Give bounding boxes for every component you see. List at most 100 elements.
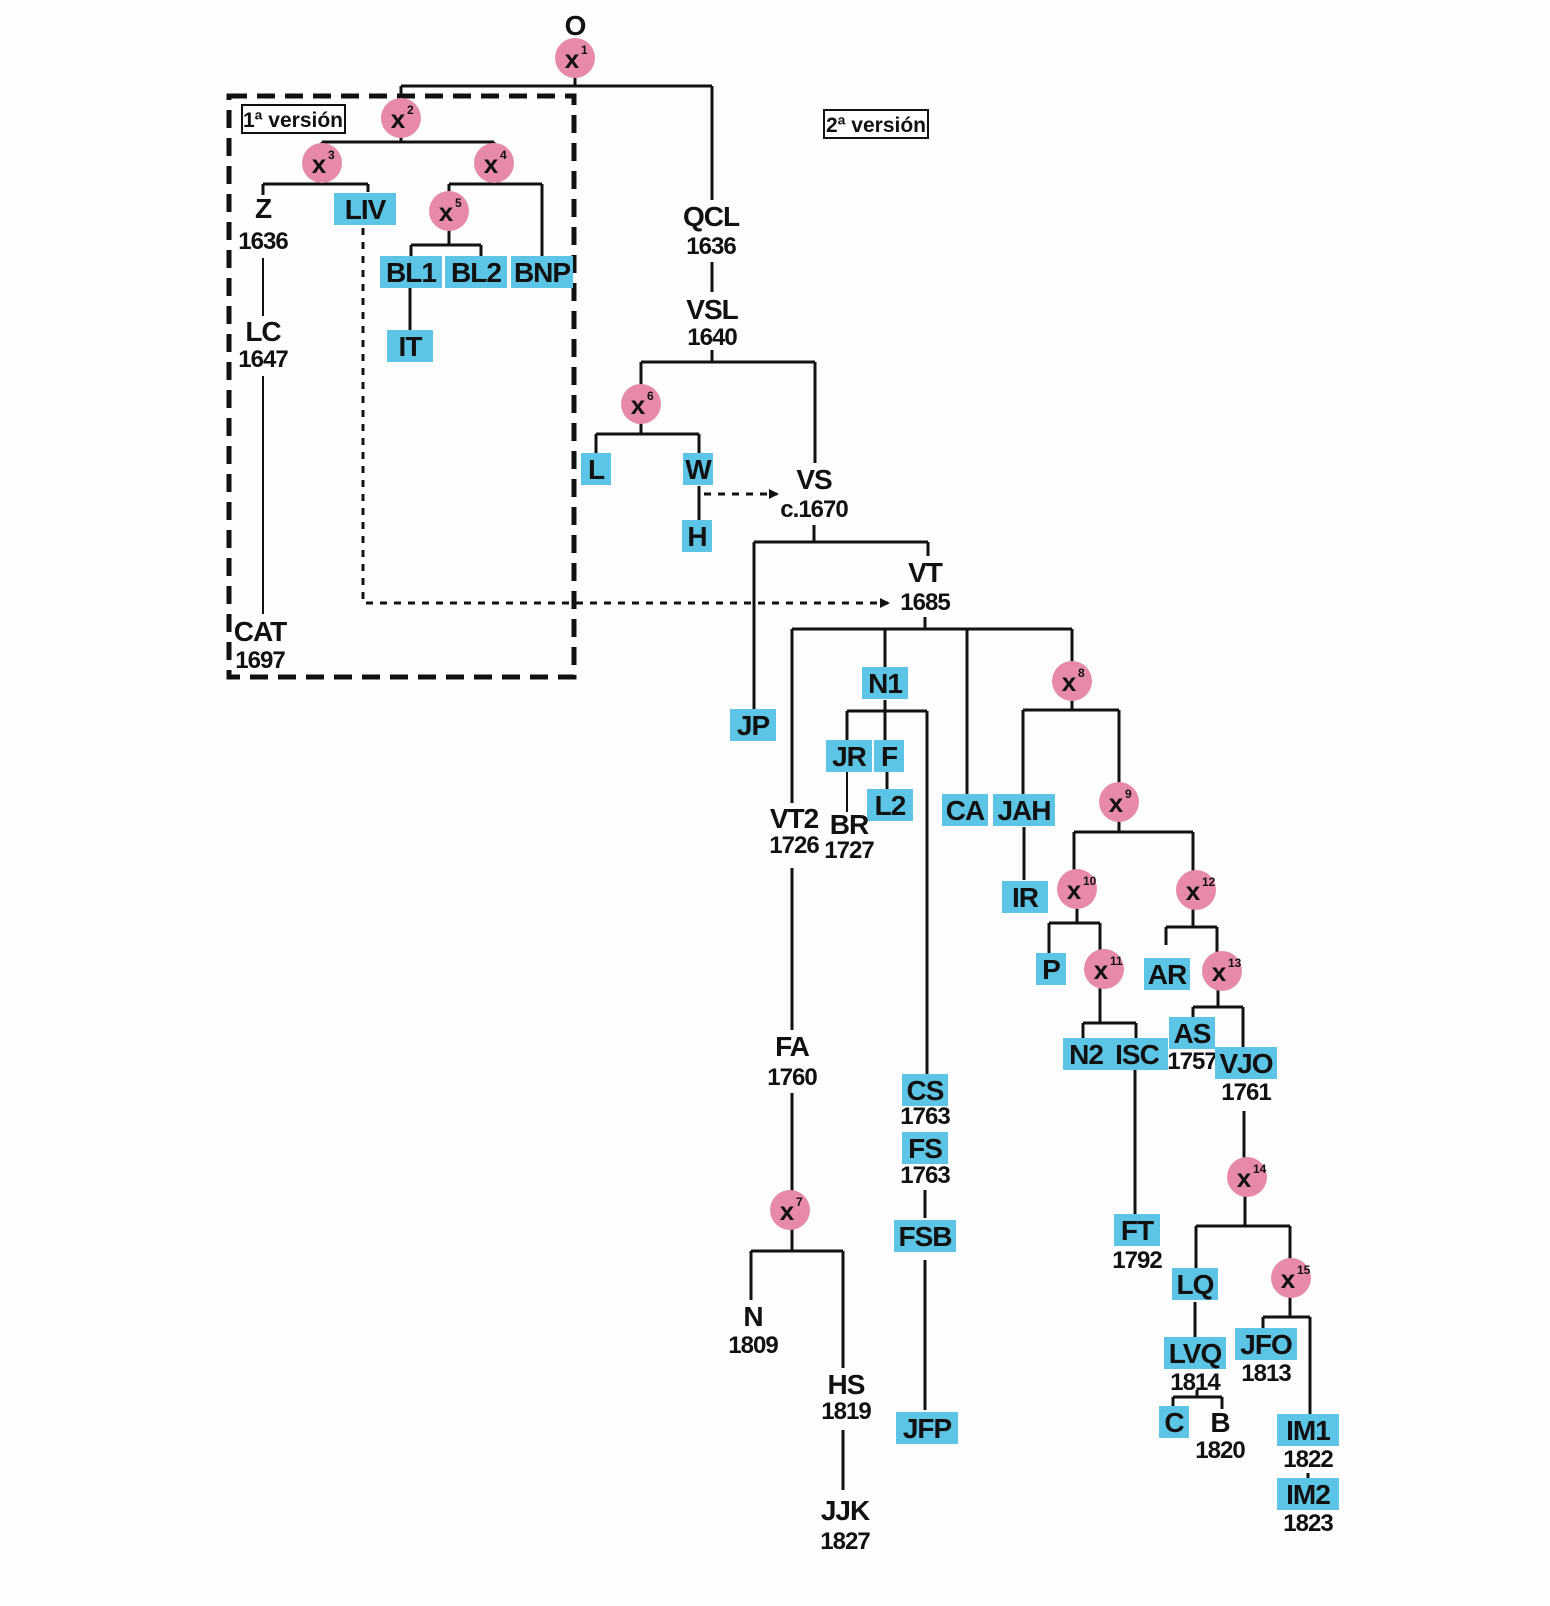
node-superscript: 3 xyxy=(328,148,335,162)
edge-line xyxy=(594,421,701,453)
hypothetical-node-circle xyxy=(1084,949,1124,989)
node-superscript: 1 xyxy=(581,43,588,57)
witness-box xyxy=(1106,1038,1168,1070)
hypothetical-node-circle xyxy=(1057,869,1097,909)
node-superscript: 14 xyxy=(1253,1162,1267,1176)
node-label: LIV xyxy=(345,194,387,225)
edge-line xyxy=(261,180,370,195)
second-version-label: 2ª versión xyxy=(823,109,929,139)
node-label: N2 xyxy=(1069,1039,1103,1070)
node-label: x xyxy=(631,390,646,420)
edge-line xyxy=(1072,819,1195,873)
node-label: B xyxy=(1210,1407,1229,1438)
edge-line xyxy=(1164,907,1219,955)
node-label: x xyxy=(565,44,580,74)
node-year: 1757 xyxy=(1167,1048,1217,1075)
hypothetical-node-circle xyxy=(302,143,342,183)
node-label: JAH xyxy=(997,795,1050,826)
node-label: P xyxy=(1042,954,1060,985)
node-label: x xyxy=(439,197,454,227)
node-label: x xyxy=(1281,1264,1296,1294)
witness-box xyxy=(581,453,611,485)
hypothetical-node-circle xyxy=(1227,1157,1267,1197)
node-label: IM1 xyxy=(1286,1415,1330,1446)
witness-box xyxy=(1169,1017,1215,1049)
node-label: W xyxy=(685,454,712,485)
edge-line xyxy=(1081,986,1138,1038)
node-label: BNP xyxy=(514,257,570,288)
node-year: 1685 xyxy=(900,589,950,616)
node-superscript: 15 xyxy=(1297,1263,1311,1277)
edge-line xyxy=(639,350,817,463)
node-fsb: FSB xyxy=(894,1220,956,1252)
witness-box xyxy=(1063,1038,1109,1070)
node-h: H xyxy=(682,520,712,552)
node-label: JFO xyxy=(1240,1329,1292,1360)
node-label: N1 xyxy=(868,668,902,699)
node-year: 1819 xyxy=(821,1398,871,1425)
node-label: FT xyxy=(1121,1215,1154,1246)
node-year: c.1670 xyxy=(780,496,848,523)
node-label: JJK xyxy=(821,1495,870,1526)
node-n2: N2 xyxy=(1063,1038,1109,1070)
witness-box xyxy=(896,1412,958,1444)
node-label: BL1 xyxy=(386,257,436,288)
witness-box xyxy=(387,330,433,362)
edge-line xyxy=(1194,1195,1292,1268)
node-ca: CA xyxy=(942,794,988,826)
node-label: x xyxy=(312,149,327,179)
node-year: 1760 xyxy=(767,1064,817,1091)
node-label: CA xyxy=(946,795,985,826)
node-year: 1809 xyxy=(728,1332,778,1359)
hypothetical-node-circle xyxy=(770,1190,810,1230)
node-superscript: 4 xyxy=(500,148,507,162)
node-bl1: BL1 xyxy=(380,256,442,288)
node-jah: JAH xyxy=(993,794,1055,826)
node-label: ISC xyxy=(1115,1039,1159,1070)
witness-box xyxy=(682,520,712,552)
node-label: x xyxy=(1186,876,1201,906)
node-label: LC xyxy=(245,316,281,347)
edge-line xyxy=(1261,1295,1312,1414)
node-superscript: 5 xyxy=(455,196,462,210)
node-superscript: 11 xyxy=(1110,954,1123,968)
node-label: x xyxy=(1062,667,1077,697)
witness-box xyxy=(942,794,988,826)
node-label: x xyxy=(1109,788,1124,818)
node-c: C xyxy=(1159,1406,1189,1438)
node-it: IT xyxy=(387,330,433,362)
first-version-label: 1ª versión xyxy=(241,104,346,134)
node-year: 1726 xyxy=(769,832,819,859)
witness-box xyxy=(867,789,913,821)
node-l2: L2 xyxy=(867,789,913,821)
node-label: AR xyxy=(1148,959,1187,990)
node-year: 1697 xyxy=(235,647,285,674)
node-year: 1636 xyxy=(238,228,288,255)
node-year: 1727 xyxy=(824,837,874,864)
edges xyxy=(261,76,1312,1490)
hypothetical-node-circle xyxy=(1202,951,1242,991)
edge-line xyxy=(409,228,483,256)
node-year: 1647 xyxy=(238,346,288,373)
hypothetical-node-circle xyxy=(429,191,469,231)
second-version-text: 2ª versión xyxy=(826,114,926,137)
node-label: FS xyxy=(908,1133,942,1164)
witness-box xyxy=(894,1220,956,1252)
node-jfp: JFP xyxy=(896,1412,958,1444)
